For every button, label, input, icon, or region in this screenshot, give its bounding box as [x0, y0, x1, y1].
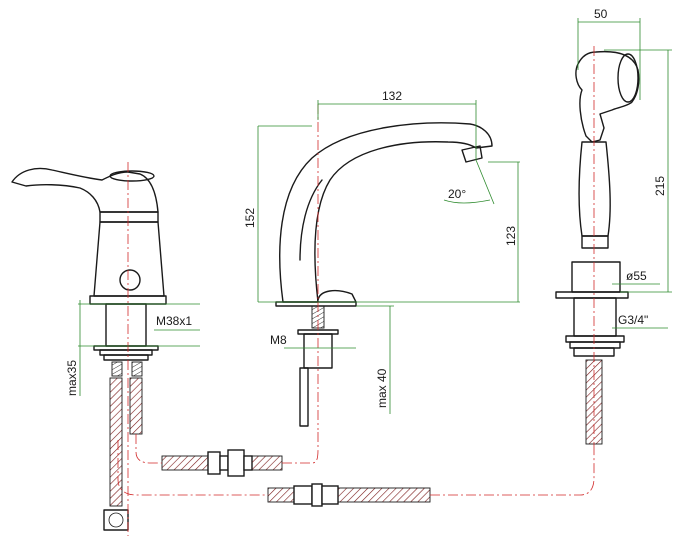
hand-shower-thread-label: G3/4" [618, 313, 648, 327]
spout-outlet-height-label: 123 [504, 226, 518, 246]
spout-outlet-angle-label: 20° [448, 187, 466, 201]
mixer-body [11, 167, 167, 361]
diverter-hose-assembly [161, 449, 431, 507]
hand-shower-base-diameter-label: ø55 [626, 269, 647, 283]
hand-shower-body [555, 50, 640, 445]
hand-shower-dimension-lines [577, 18, 672, 329]
spout-height-label: 152 [243, 208, 257, 228]
mixer-hoses [103, 361, 143, 531]
hose-routing-lines [117, 430, 595, 496]
spout-deck-thickness-label: max 40 [375, 368, 389, 408]
hand-shower-width-label: 50 [594, 7, 608, 21]
hand-shower-height-label: 215 [653, 176, 667, 196]
mixer-dimension-lines [78, 300, 200, 396]
mixer-deck-thickness-label: max35 [65, 360, 79, 396]
spout-stud-thread-label: M8 [270, 333, 287, 347]
spout-dimension-lines [257, 100, 520, 414]
mixer-thread-label: M38x1 [156, 314, 192, 328]
spout-reach-label: 132 [382, 89, 402, 103]
